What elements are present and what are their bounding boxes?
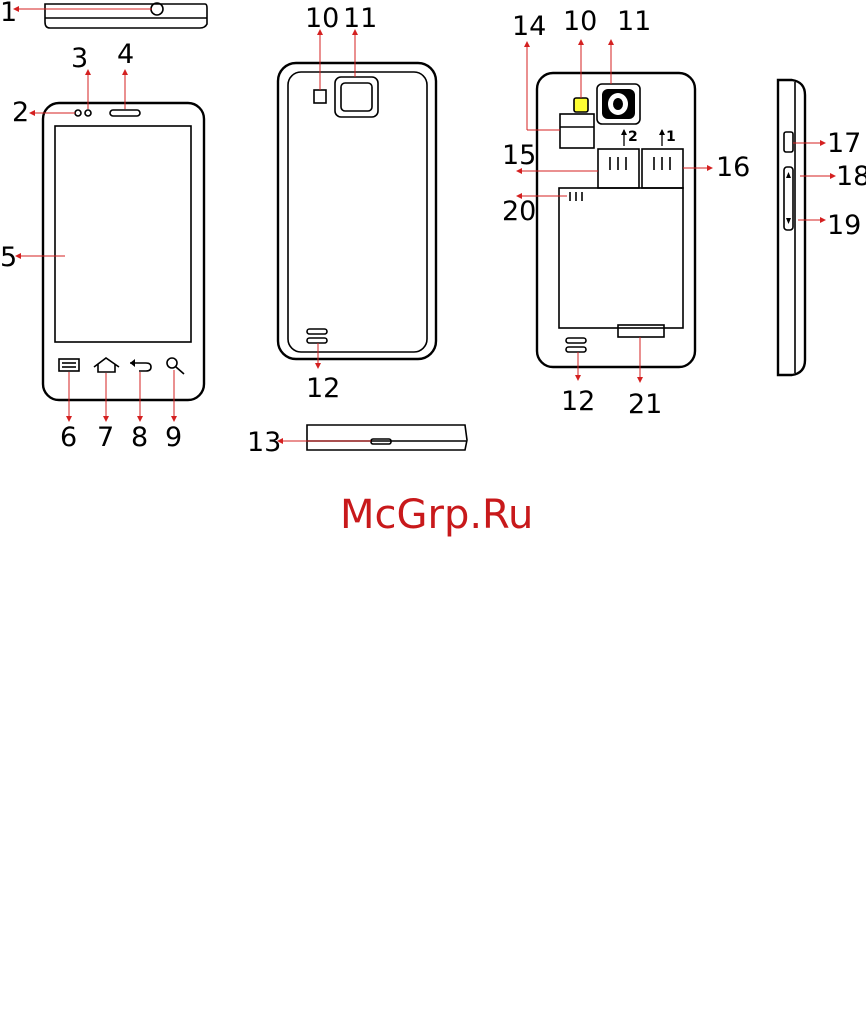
phone-back-cover-view <box>278 30 436 368</box>
speaker-icon <box>566 338 586 343</box>
callout-7: 7 <box>97 422 114 453</box>
callout-18: 18 <box>836 161 866 192</box>
callout-15: 15 <box>502 140 536 171</box>
callout-8: 8 <box>131 422 148 453</box>
menu-key-icon <box>59 359 79 371</box>
callout-2: 2 <box>12 97 29 128</box>
callout-5: 5 <box>0 242 17 273</box>
phone-bottom-edge-view <box>278 425 467 450</box>
callout-6: 6 <box>60 422 77 453</box>
search-key-icon <box>167 358 184 374</box>
callout-19: 19 <box>827 210 861 241</box>
callout-21: 21 <box>628 389 662 420</box>
battery-latch <box>618 325 664 337</box>
callout-11-back: 11 <box>343 3 377 34</box>
phone-front-view <box>16 70 204 421</box>
sim2-mark: 2 <box>628 129 638 145</box>
callout-20: 20 <box>502 196 536 227</box>
callout-4: 4 <box>117 39 134 70</box>
flash-icon <box>314 90 326 103</box>
callout-labels: 1 2 3 4 5 6 7 8 9 10 11 12 13 14 10 11 1… <box>0 0 866 458</box>
sim1-mark: 1 <box>666 129 676 145</box>
callout-10-back: 10 <box>305 3 339 34</box>
sim1-slot <box>642 149 683 188</box>
callout-14: 14 <box>512 11 546 42</box>
memory-card-slot <box>560 114 594 148</box>
callout-12-back: 12 <box>306 373 340 404</box>
callout-10-open: 10 <box>563 6 597 37</box>
sensor-icon <box>75 110 81 116</box>
earpiece-icon <box>110 110 140 116</box>
callout-9: 9 <box>165 422 182 453</box>
callout-11-open: 11 <box>617 6 651 37</box>
callout-13: 13 <box>247 427 281 458</box>
callout-16: 16 <box>716 152 750 183</box>
callout-3: 3 <box>71 43 88 74</box>
watermark-text: McGrp.Ru <box>340 492 533 538</box>
screen <box>55 126 191 342</box>
speaker-icon <box>307 329 327 334</box>
flash-yellow-icon <box>574 98 588 112</box>
phone-top-edge-view <box>14 3 207 28</box>
callout-12-open: 12 <box>561 386 595 417</box>
battery-contacts-icon <box>570 192 582 201</box>
phone-back-open-view <box>517 40 712 382</box>
home-key-icon <box>94 358 119 372</box>
sim2-slot <box>598 149 639 188</box>
callout-17: 17 <box>827 128 861 159</box>
power-key-icon <box>784 132 793 152</box>
battery-compartment <box>559 188 683 328</box>
callout-1: 1 <box>0 0 17 28</box>
sensor-icon <box>85 110 91 116</box>
